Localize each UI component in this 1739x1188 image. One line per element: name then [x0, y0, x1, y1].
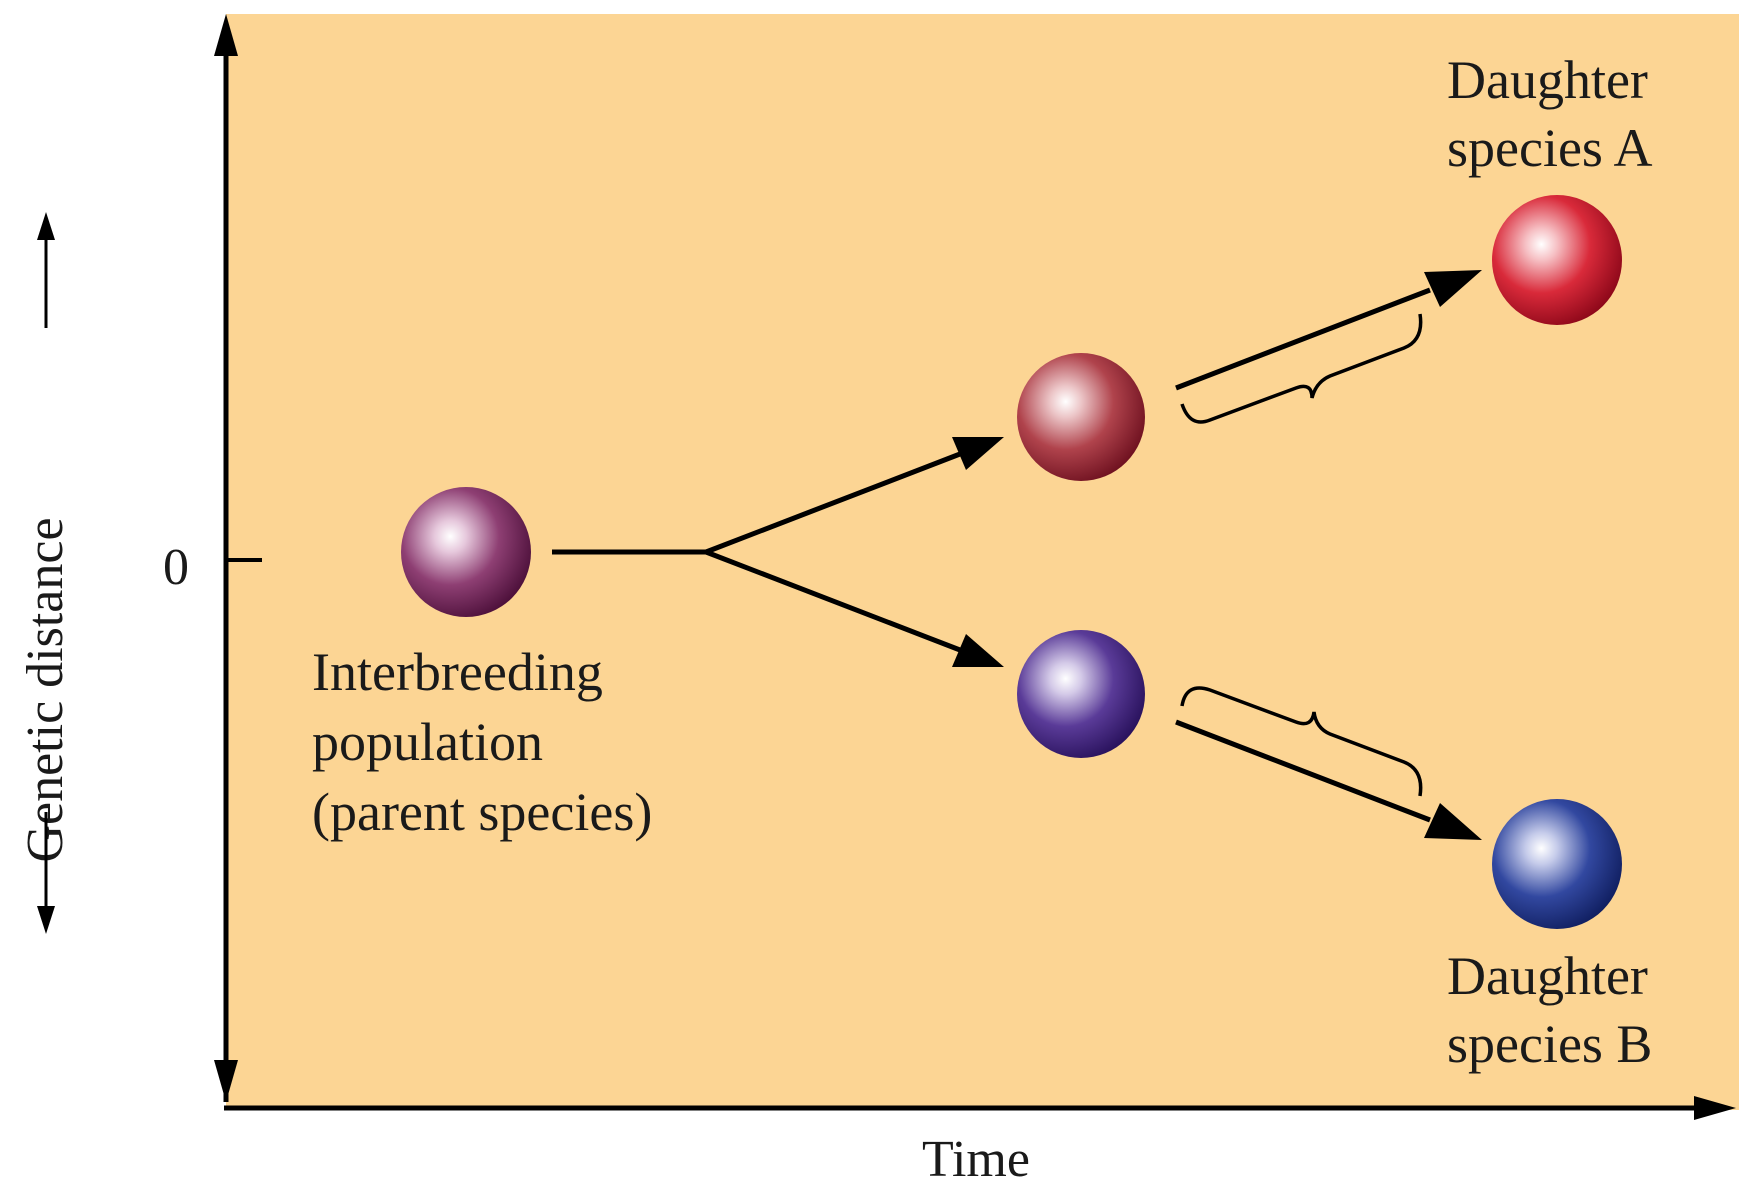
daughter-a-sphere — [1492, 195, 1622, 325]
y-axis-arrow-down — [214, 1060, 238, 1102]
upper-intermediate-sphere — [1017, 353, 1145, 481]
parent-label-line-3: (parent species) — [312, 782, 652, 842]
to-daughter-a-arrowhead — [1424, 270, 1482, 307]
daughter-a-label-line-2: species A — [1447, 118, 1652, 178]
daughter-b-label: Daughter species B — [1447, 946, 1661, 1074]
lower-intermediate-sphere — [1017, 630, 1145, 758]
daughter-b-label-line-1: Daughter — [1447, 946, 1648, 1006]
to-daughter-b-line — [1175, 719, 1431, 823]
x-axis-label: Time — [922, 1131, 1030, 1188]
upper-branch-line — [705, 451, 961, 555]
daughter-a-label: Daughter species A — [1447, 50, 1661, 178]
parent-label-line-2: population — [312, 712, 543, 772]
parent-label-line-1: Interbreeding — [312, 642, 603, 702]
brace-upper — [1180, 313, 1423, 424]
upper-branch-arrowhead — [952, 437, 1004, 470]
zero-tick-label: 0 — [163, 539, 189, 596]
brace-lower — [1180, 686, 1423, 797]
parent-species-sphere — [401, 487, 531, 617]
lower-branch-line — [705, 549, 961, 653]
daughter-b-sphere — [1492, 799, 1622, 929]
y-axis-label-group: Genetic distance — [17, 517, 74, 862]
y-axis-arrow-up — [214, 14, 238, 56]
to-daughter-a-line — [1175, 287, 1431, 391]
to-daughter-b-arrowhead — [1424, 803, 1482, 840]
y-label-arrow-down-head — [37, 906, 55, 934]
lower-branch-arrowhead — [952, 634, 1004, 667]
y-axis-label: Genetic distance — [17, 517, 74, 862]
x-axis-arrow-right — [1694, 1096, 1736, 1120]
y-label-arrow-up-head — [37, 212, 55, 240]
daughter-b-label-line-2: species B — [1447, 1014, 1652, 1074]
daughter-a-label-line-1: Daughter — [1447, 50, 1648, 110]
parent-label: Interbreeding population (parent species… — [312, 642, 652, 842]
